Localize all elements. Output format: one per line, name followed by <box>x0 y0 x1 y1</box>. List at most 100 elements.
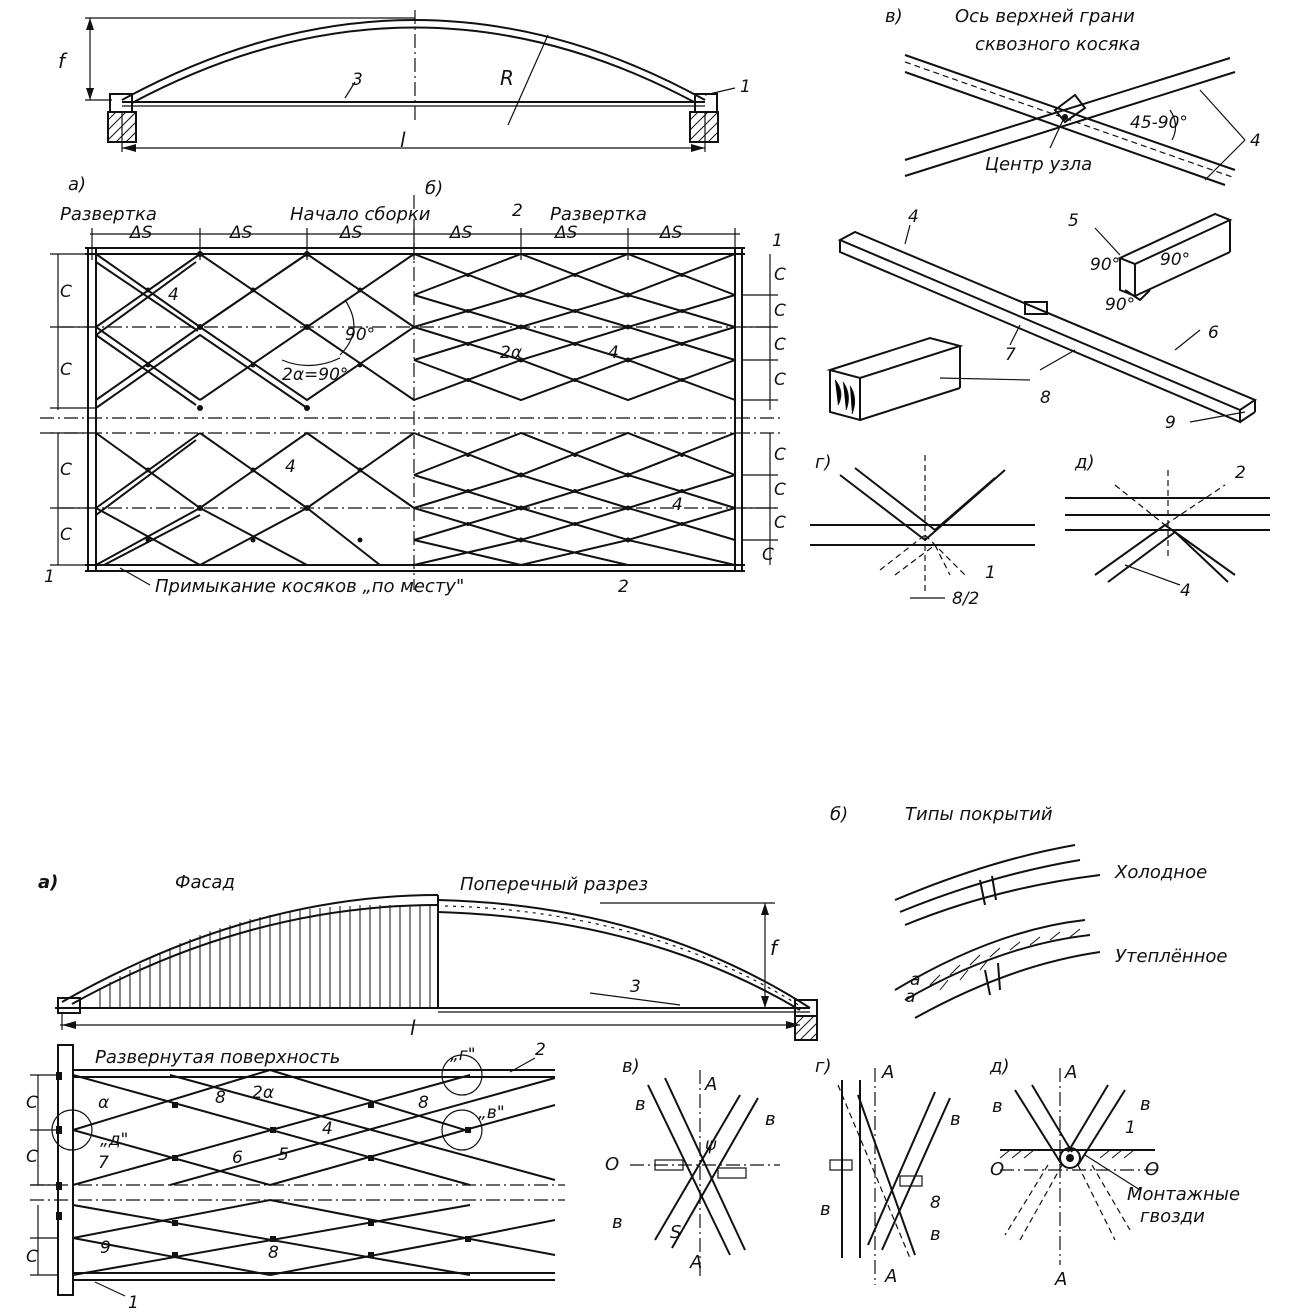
num-2-d: 2 <box>1235 463 1246 483</box>
detail-d-bottom: д) A A O O в в 1 Монтажные <box>989 1056 1240 1290</box>
label-l: l <box>400 128 406 152</box>
label-A-v-bot: A <box>689 1252 702 1273</box>
label-A-g-bot: A <box>884 1266 897 1287</box>
label-f: f <box>58 49 68 73</box>
label-a-small-2: а <box>905 987 915 1007</box>
angle-90-a: 90° <box>1090 255 1120 275</box>
num-1-tr: 1 <box>772 231 783 251</box>
label-b-g-2: в <box>820 1199 831 1220</box>
detail-v-top: в) Ось верхней грани сквозного косяка 45… <box>885 6 1261 186</box>
label-2-top: 2 <box>512 201 523 221</box>
label-A-d-top: A <box>1064 1062 1077 1083</box>
c-bottom-1: C <box>26 1093 38 1113</box>
num-8-b: 8 <box>418 1093 429 1113</box>
label-primykanie: Примыкание косяков „по месту" <box>155 576 464 597</box>
facade-section: а) Фасад Поперечный разрез <box>38 872 818 1041</box>
num-4-part: 4 <box>908 207 919 227</box>
angle-90: 90° <box>345 325 375 345</box>
c-bottom-3: C <box>26 1247 38 1267</box>
c-right-4: C <box>774 370 786 390</box>
num-1-bl: 1 <box>44 567 55 587</box>
axis-line2: сквозного косяка <box>975 34 1140 55</box>
dim-8-2: 8/2 <box>952 589 979 609</box>
detail-d-top: д) 2 4 <box>1065 452 1270 601</box>
label-A-d-bot: A <box>1054 1269 1067 1290</box>
c-left-3: C <box>60 460 72 480</box>
label-center: Центр узла <box>985 154 1092 175</box>
num-8-c: 8 <box>268 1243 279 1263</box>
label-f-bottom: f <box>770 936 780 960</box>
label-1: 1 <box>740 77 751 97</box>
num-4-v: 4 <box>1250 131 1261 151</box>
num-7-bottom: 7 <box>98 1153 109 1173</box>
label-warm: Утеплённое <box>1115 946 1228 967</box>
label-types: Типы покрытий <box>905 804 1053 825</box>
label-R: R <box>500 66 514 90</box>
label-alpha: α <box>98 1093 109 1113</box>
c-bottom-2: C <box>26 1147 38 1167</box>
detail-g-bottom: г) A A в в в 8 <box>815 1056 961 1287</box>
label-mount-2: гвозди <box>1140 1206 1205 1227</box>
label-O-d-2: O <box>1145 1159 1159 1180</box>
developed-surface: Развернутая поверхность <box>26 1040 565 1312</box>
label-nachalo: Начало сборки <box>290 204 431 225</box>
label-dev: Развернутая поверхность <box>95 1047 340 1068</box>
num-6-bottom: 6 <box>232 1148 243 1168</box>
label-d-bottom: д) <box>989 1056 1009 1077</box>
num-4-d: 4 <box>672 495 683 515</box>
c-right-2: C <box>774 301 786 321</box>
angle-90-b: 90° <box>1160 250 1190 270</box>
label-a: а) <box>68 174 86 195</box>
label-b-v-1: в <box>635 1094 646 1115</box>
num-9-part: 9 <box>1165 413 1176 433</box>
label-v: в) <box>885 6 903 27</box>
detail-g-top: г) 8/2 1 <box>810 452 1035 609</box>
num-6-part: 6 <box>1208 323 1219 343</box>
label-b-g-1: в <box>950 1109 961 1130</box>
label-A-g-top: A <box>881 1062 894 1083</box>
c-right-8: C <box>762 545 774 565</box>
ds-1: ΔS <box>128 223 153 243</box>
covering-types: б) Типы покрытий Холодное Утеплённое а а <box>830 804 1228 1019</box>
label-v-bottom: в) <box>622 1056 640 1077</box>
label-razvertka-right: Развертка <box>550 204 647 225</box>
num-8-a: 8 <box>215 1088 226 1108</box>
num-8-part: 8 <box>1040 388 1051 408</box>
label-O-d-1: O <box>990 1159 1004 1180</box>
label-2alpha: 2α <box>252 1083 274 1103</box>
label-S: S <box>670 1222 681 1243</box>
label-section: Поперечный разрез <box>460 874 648 895</box>
c-left-4: C <box>60 525 72 545</box>
c-right-3: C <box>774 335 786 355</box>
num-7-part: 7 <box>1005 345 1016 365</box>
label-l-bottom: l <box>410 1016 416 1040</box>
label-b-v-3: в <box>612 1212 623 1233</box>
c-left-1: C <box>60 282 72 302</box>
num-3-bottom: 3 <box>630 977 641 997</box>
num-9-bottom: 9 <box>100 1238 111 1258</box>
callout-d: „д" <box>100 1130 128 1150</box>
callout-v: „в" <box>478 1103 505 1123</box>
arch-elevation: f R l 3 1 <box>58 10 751 152</box>
num-4-c: 4 <box>285 457 296 477</box>
num-2-bottom: 2 <box>535 1040 546 1060</box>
label-psi: ψ <box>705 1135 717 1155</box>
num-4-d: 4 <box>1180 581 1191 601</box>
ds-6: ΔS <box>658 223 683 243</box>
label-A-v-top: A <box>704 1074 717 1095</box>
detail-v-bottom: в) A A O в в в ψ S <box>605 1056 780 1280</box>
label-a-bottom: а) <box>38 872 58 893</box>
num-1-bottom: 1 <box>128 1293 139 1312</box>
num-1-g: 1 <box>985 563 996 583</box>
ds-3: ΔS <box>338 223 363 243</box>
label-mount-1: Монтажные <box>1127 1184 1240 1205</box>
label-3: 3 <box>352 70 363 90</box>
ds-5: ΔS <box>553 223 578 243</box>
angle-90-c: 90° <box>1105 295 1135 315</box>
num-2-b: 2 <box>618 577 629 597</box>
label-b: б) <box>425 178 443 199</box>
label-g: г) <box>815 452 831 473</box>
callout-g: „г" <box>450 1045 476 1065</box>
lattice-plan: а) б) Развертка Начало сборки Развертка … <box>40 174 786 597</box>
